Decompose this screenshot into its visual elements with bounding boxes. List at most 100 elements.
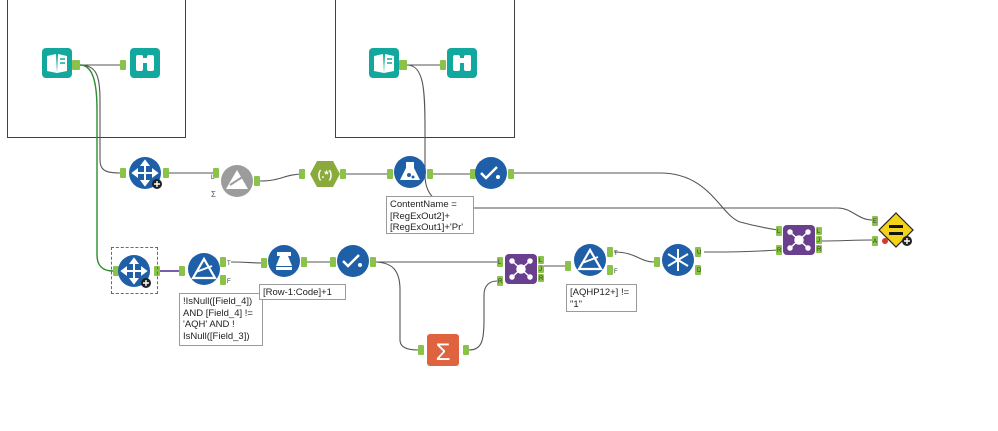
- filter2-annotation: [AQHP12+] != "1": [566, 284, 637, 312]
- output-anchor[interactable]: [427, 169, 433, 179]
- output-anchor[interactable]: [370, 257, 376, 267]
- anchor-label-left: L: [498, 260, 502, 266]
- join-output-anchor[interactable]: [816, 236, 822, 244]
- unique-anchor[interactable]: [695, 247, 701, 257]
- regex-tool[interactable]: (.*): [299, 161, 346, 187]
- select-tool-1[interactable]: [120, 157, 169, 189]
- true-anchor[interactable]: [607, 247, 613, 257]
- sample-tool-2[interactable]: [330, 245, 376, 277]
- join-tool-1[interactable]: L R L J R: [497, 254, 544, 286]
- input-tool-1[interactable]: [42, 48, 80, 78]
- output-anchor[interactable]: [508, 169, 514, 179]
- input-tool-2[interactable]: [369, 48, 407, 78]
- actual-input-anchor[interactable]: [872, 236, 878, 246]
- filter-triangle-icon: [577, 247, 603, 271]
- filter-tool-1[interactable]: T F: [179, 253, 231, 285]
- output-anchor[interactable]: [463, 345, 469, 355]
- select-arrows-icon: [120, 257, 148, 285]
- browse-tool-1[interactable]: [120, 48, 160, 78]
- formula-tool[interactable]: [387, 156, 433, 188]
- left-input-anchor[interactable]: [497, 257, 503, 267]
- connection-input1-select1[interactable]: [79, 64, 121, 174]
- output-anchor[interactable]: [254, 176, 260, 186]
- anchor-label-true: T: [614, 251, 618, 257]
- input-anchor[interactable]: [261, 258, 267, 268]
- duplicate-anchor[interactable]: [695, 265, 701, 275]
- unique-tool[interactable]: U D: [654, 244, 702, 276]
- anchor-label-left: L: [539, 258, 543, 264]
- multirow-annotation: [Row-1:Code]+1: [259, 284, 346, 300]
- anchor-label-right: R: [777, 248, 782, 254]
- multi-row-formula-icon: [276, 252, 292, 270]
- formula-flask-icon: [400, 162, 420, 180]
- connection-filter1-multirow[interactable]: [230, 261, 263, 264]
- expected-input-anchor[interactable]: [872, 216, 878, 226]
- connection-join2-test-actual[interactable]: [820, 239, 873, 242]
- anchor-label-left: L: [777, 229, 781, 235]
- anchor-label-right: R: [539, 276, 544, 282]
- right-input-anchor[interactable]: [497, 276, 503, 286]
- connection-summarize-join1-right[interactable]: [468, 280, 498, 351]
- unique-snowflake-icon: [667, 249, 689, 271]
- multi-row-formula-tool[interactable]: [261, 245, 307, 277]
- connection-sample-join2-left[interactable]: [513, 172, 779, 231]
- right-output-anchor[interactable]: [816, 245, 822, 253]
- input-anchor[interactable]: [113, 266, 119, 276]
- tile-icon: [226, 170, 248, 189]
- tile-tool[interactable]: L Σ: [211, 165, 260, 199]
- output-anchor[interactable]: [72, 60, 80, 70]
- true-anchor[interactable]: [220, 257, 226, 267]
- anchor-label-actual: A: [873, 239, 877, 245]
- input-anchor[interactable]: [299, 169, 305, 179]
- input-anchor[interactable]: [470, 169, 476, 179]
- connection-unique-join2-right[interactable]: [703, 249, 779, 253]
- connection-input1-select2[interactable]: [79, 64, 114, 272]
- filter1-annotation: !IsNull([Field_4]) AND [Field_4] != 'AQH…: [179, 293, 263, 346]
- join-tool-2[interactable]: L R L J R: [776, 225, 822, 255]
- connection-input2-test[interactable]: [406, 64, 873, 221]
- right-input-anchor[interactable]: [776, 245, 782, 255]
- output-anchor[interactable]: [301, 257, 307, 267]
- input-anchor[interactable]: [387, 169, 393, 179]
- filter-tool-2[interactable]: T F: [565, 244, 618, 276]
- anchor-label-right: R: [817, 247, 822, 253]
- anchor-label-right: R: [498, 279, 503, 285]
- anchor-label-join: J: [539, 267, 542, 273]
- connection-tile-regex[interactable]: [259, 173, 305, 182]
- false-anchor[interactable]: [607, 265, 613, 275]
- input-anchor[interactable]: [565, 261, 571, 271]
- left-output-anchor[interactable]: [816, 227, 822, 235]
- test-tool[interactable]: E A: [872, 212, 914, 248]
- input-anchor[interactable]: [330, 257, 336, 267]
- browse-tool-2[interactable]: [440, 48, 477, 78]
- sample-check-icon: [342, 254, 360, 268]
- anchor-label-duplicate: D: [697, 268, 702, 274]
- join-icon: [509, 258, 533, 280]
- anchor-label-left: L: [817, 229, 821, 235]
- test-equals-icon: [889, 225, 903, 235]
- output-anchor[interactable]: [340, 169, 346, 179]
- output-anchor[interactable]: [399, 60, 407, 70]
- input-anchor[interactable]: [120, 60, 126, 70]
- input-anchor[interactable]: [179, 266, 185, 276]
- connection-filter2-unique[interactable]: [613, 251, 655, 263]
- formula-annotation: ContentName = [RegExOut2]+ [RegExOut1]+'…: [386, 196, 474, 234]
- join-output-anchor[interactable]: [538, 265, 544, 273]
- connection-sample2-summarize[interactable]: [373, 261, 419, 351]
- binoculars-browse-icon: [453, 55, 471, 71]
- summarize-tool[interactable]: Σ: [418, 334, 469, 366]
- false-anchor[interactable]: [220, 275, 226, 285]
- left-input-anchor[interactable]: [776, 226, 782, 236]
- input-anchor[interactable]: [654, 257, 660, 267]
- input-anchor[interactable]: [440, 60, 446, 70]
- input-anchor[interactable]: [213, 168, 219, 178]
- input-anchor[interactable]: [418, 345, 424, 355]
- input-anchor[interactable]: [120, 168, 126, 178]
- left-output-anchor[interactable]: [538, 256, 544, 264]
- sample-check-icon: [480, 166, 498, 180]
- sample-tool-1[interactable]: [470, 157, 514, 189]
- anchor-label-unique: U: [697, 250, 701, 256]
- right-output-anchor[interactable]: [538, 274, 544, 282]
- output-anchor[interactable]: [163, 168, 169, 178]
